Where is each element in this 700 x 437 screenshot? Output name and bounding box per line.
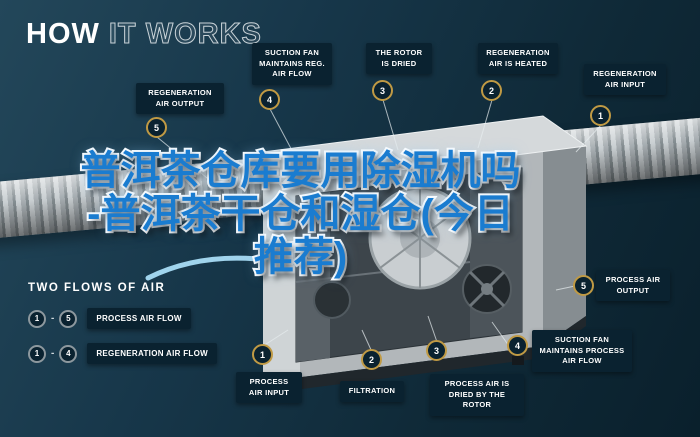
legend-row-regeneration: 1 - 4 REGENERATION AIR FLOW: [28, 343, 217, 365]
callout-label-process-air-dried: PROCESS AIR IS DRIED BY THE ROTOR: [430, 374, 524, 416]
legend-heading: TWO FLOWS OF AIR: [28, 282, 166, 294]
title-bold: HOW: [26, 18, 100, 50]
swoosh-decoration: [145, 255, 271, 281]
callout-number-badge-5-reg: 5: [146, 117, 167, 138]
callout-number-badge-3-process: 3: [426, 340, 447, 361]
callout-label-suction-fan-process: SUCTION FAN MAINTAINS PROCESS AIR FLOW: [532, 330, 632, 372]
callout-number-badge-3-reg: 3: [372, 80, 393, 101]
legend-badge-start: 1: [28, 309, 46, 328]
callout-number-badge-1-process: 1: [252, 344, 273, 365]
legend-badge-start: 1: [28, 344, 46, 363]
callout-label-process-air-output: PROCESS AIR OUTPUT: [596, 270, 670, 301]
legend: TWO FLOWS OF AIR 1 - 5 PROCESS AIR FLOW …: [28, 282, 217, 365]
legend-row-process: 1 - 5 PROCESS AIR FLOW: [28, 308, 217, 330]
callout-number-badge-2-reg: 2: [481, 80, 502, 101]
callout-label-filtration: FILTRATION: [340, 381, 404, 402]
legend-badge-end: 4: [59, 344, 78, 363]
callout-label-suction-fan-reg: SUCTION FAN MAINTAINS REG. AIR FLOW: [252, 43, 332, 85]
legend-badge-end: 5: [59, 309, 78, 328]
callout-number-badge-4-reg: 4: [259, 89, 280, 110]
callout-number-badge-2-process: 2: [361, 349, 382, 370]
title-light: IT WORKS: [108, 18, 262, 51]
callout-label-regen-air-heated: REGENERATION AIR IS HEATED: [478, 43, 558, 74]
callout-number-badge-5-process: 5: [573, 275, 594, 296]
callout-label-process-air-input: PROCESS AIR INPUT: [236, 372, 302, 403]
chinese-headline-overlay: 普洱茶仓库要用除湿机吗 -普洱茶干仓和湿仓(今日 推荐): [8, 147, 593, 281]
callout-number-badge-1-reg: 1: [590, 105, 611, 126]
headline-line-2: -普洱茶干仓和湿仓(今日: [85, 190, 516, 237]
legend-label-process-air-flow: PROCESS AIR FLOW: [87, 308, 191, 330]
callout-label-regen-air-input: REGENERATION AIR INPUT: [584, 64, 666, 95]
legend-separator: -: [51, 348, 55, 360]
legend-label-regeneration-air-flow: REGENERATION AIR FLOW: [87, 343, 217, 365]
headline-line-1: 普洱茶仓库要用除湿机吗: [79, 147, 523, 194]
headline-line-3: 推荐): [252, 234, 349, 281]
legend-separator: -: [51, 313, 55, 325]
callout-label-rotor-dried: THE ROTOR IS DRIED: [366, 43, 432, 74]
callout-number-badge-4-process: 4: [507, 335, 528, 356]
callout-label-regen-air-output: REGENERATION AIR OUTPUT: [136, 83, 224, 114]
